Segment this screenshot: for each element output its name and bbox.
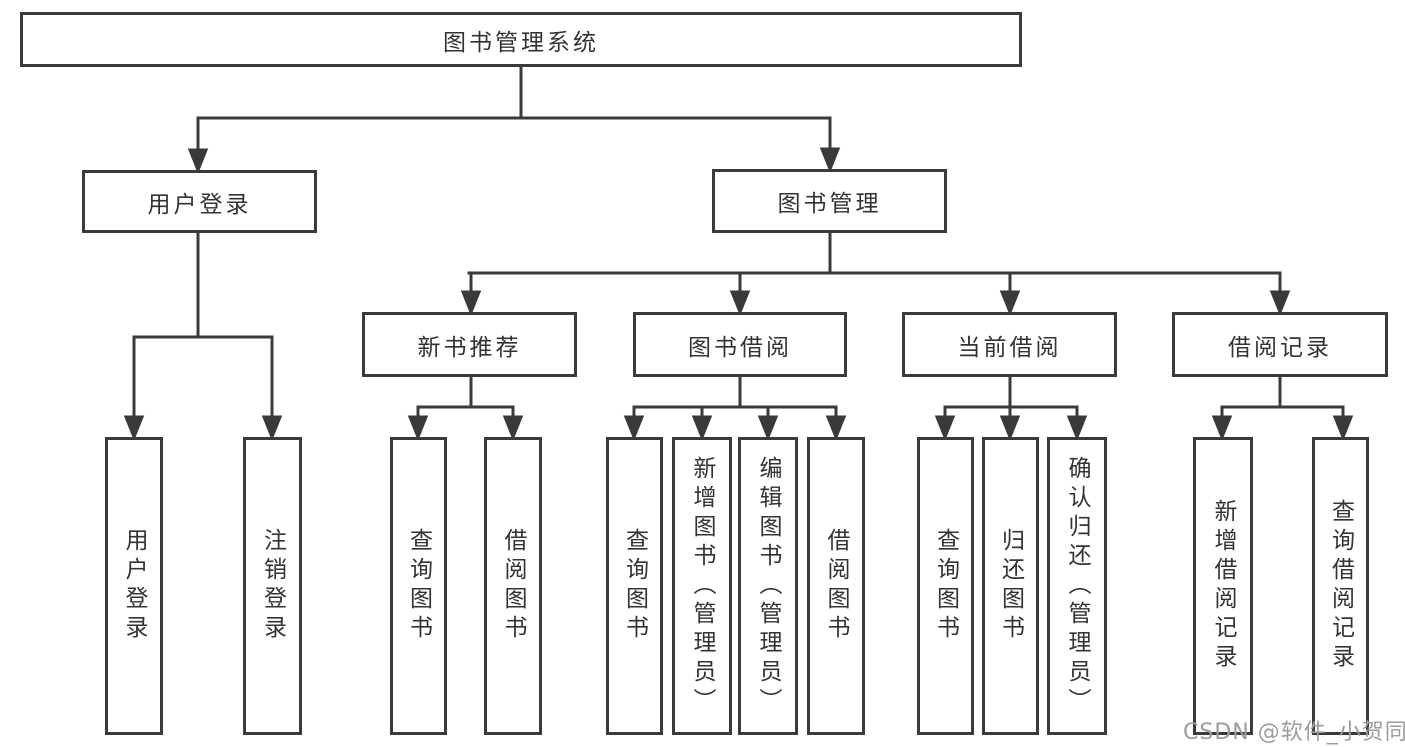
arrowhead <box>1269 290 1291 317</box>
leaf-query-books-recommend: 查询图书 <box>390 437 447 735</box>
arrowhead <box>460 290 482 317</box>
connector-user-login-to-leaves <box>123 231 283 442</box>
arrowhead <box>123 415 145 442</box>
leaf-logout: 注销登录 <box>243 437 302 735</box>
node-book-management: 图书管理 <box>712 169 947 233</box>
leaf-query-borrow-record: 查询借阅记录 <box>1312 437 1369 735</box>
connector-book-management-to-level3 <box>460 231 1291 317</box>
leaf-confirm-return-admin: 确认归还（管理员） <box>1047 437 1107 735</box>
leaf-user-login: 用户登录 <box>105 437 163 735</box>
leaf-return-book: 归还图书 <box>982 437 1039 735</box>
arrowhead <box>187 148 209 175</box>
arrowhead <box>729 290 751 317</box>
arrowhead <box>999 290 1021 317</box>
connector-root-to-level2 <box>187 65 841 175</box>
leaf-query-books-current: 查询图书 <box>917 437 974 735</box>
leaf-add-book-admin: 新增图书（管理员） <box>672 437 732 735</box>
connector-borrow-record-to-leaves <box>1211 375 1354 442</box>
arrowhead <box>261 415 283 442</box>
csdn-watermark: CSDN @软件_小贺同学 <box>1183 720 1405 745</box>
arrowhead <box>825 415 847 442</box>
arrowhead <box>999 415 1021 442</box>
node-book-borrow: 图书借阅 <box>633 312 847 377</box>
arrowhead <box>623 415 645 442</box>
arrowhead <box>934 415 956 442</box>
arrowhead <box>407 415 429 442</box>
node-borrow-record: 借阅记录 <box>1172 312 1388 377</box>
arrowhead <box>1332 415 1354 442</box>
leaf-borrow-books-recommend: 借阅图书 <box>484 437 542 735</box>
node-root: 图书管理系统 <box>20 12 1022 67</box>
leaf-borrow-books: 借阅图书 <box>807 437 865 735</box>
connector-book-borrow-to-leaves <box>623 375 847 442</box>
connector-current-borrow-to-leaves <box>934 375 1088 442</box>
arrowhead <box>757 415 779 442</box>
node-current-borrow: 当前借阅 <box>902 312 1117 377</box>
leaf-add-borrow-record: 新增借阅记录 <box>1193 437 1253 735</box>
arrowhead <box>502 415 524 442</box>
connector-new-book-recommend-to-leaves <box>407 375 524 442</box>
arrowhead <box>819 147 841 174</box>
arrowhead <box>1211 415 1233 442</box>
node-user-login: 用户登录 <box>82 170 317 233</box>
arrowhead <box>1066 415 1088 442</box>
node-new-book-recommend: 新书推荐 <box>362 312 577 377</box>
leaf-query-books-borrow: 查询图书 <box>606 437 663 735</box>
arrowhead <box>691 415 713 442</box>
leaf-edit-book-admin: 编辑图书（管理员） <box>738 437 798 735</box>
